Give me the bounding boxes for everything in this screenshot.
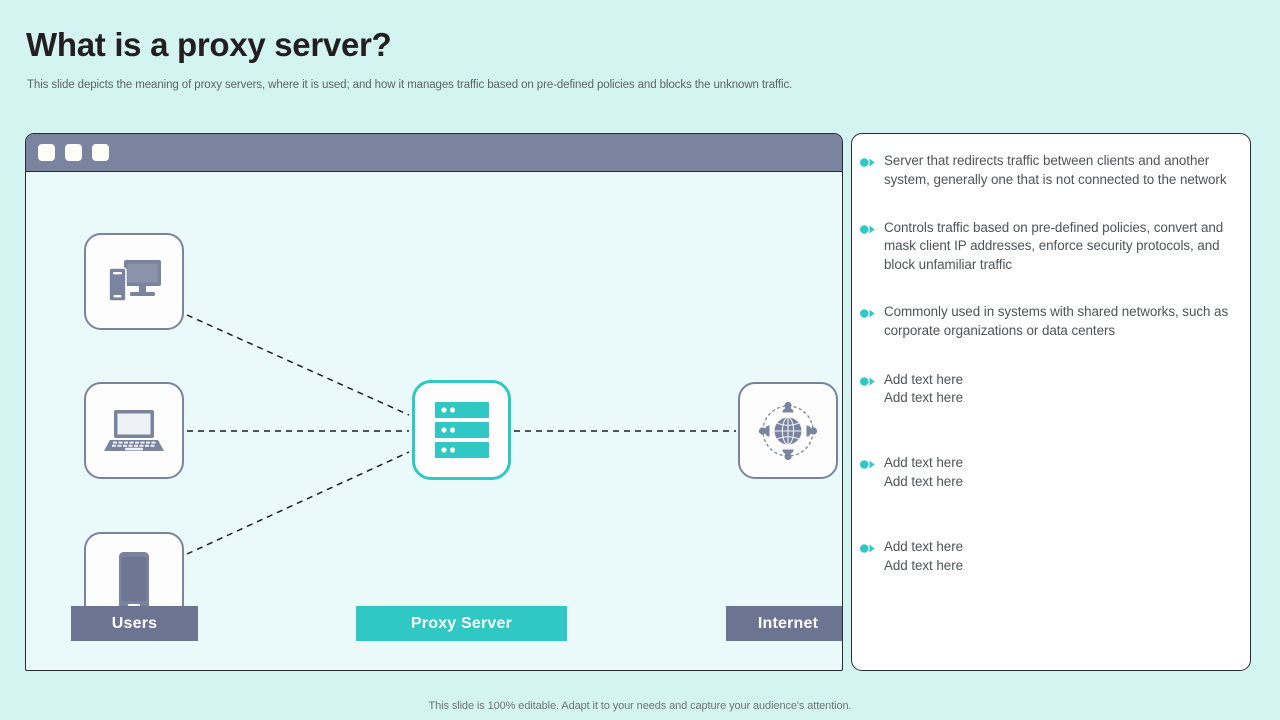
- bullet-item-5[interactable]: Add text here Add text here: [860, 454, 1236, 492]
- legend-internet-button[interactable]: Internet: [726, 606, 842, 641]
- diagram-panel: Users Proxy Server Internet: [25, 133, 843, 671]
- bullet-item-4[interactable]: Add text here Add text here: [860, 371, 1236, 409]
- smartphone-icon: [119, 551, 149, 610]
- node-internet[interactable]: [738, 382, 838, 479]
- bullet-text: Add text here Add text here: [884, 371, 964, 406]
- bullet-marker-icon: [860, 224, 877, 234]
- bullet-marker-icon: [860, 543, 877, 553]
- bullet-text: Commonly used in systems with shared net…: [884, 303, 1229, 338]
- page-title: What is a proxy server?: [26, 26, 392, 63]
- connector-desktop-server: [186, 314, 410, 416]
- laptop-icon: [104, 409, 164, 451]
- window-button-3-icon[interactable]: [92, 144, 109, 161]
- bullet-item-2[interactable]: Controls traffic based on pre-defined po…: [860, 219, 1236, 275]
- bullet-item-6[interactable]: Add text here Add text here: [860, 538, 1236, 576]
- server-rack-icon: [434, 402, 489, 458]
- footer-note: This slide is 100% editable. Adapt it to…: [428, 700, 852, 712]
- bullet-text: Add text here Add text here: [884, 455, 964, 489]
- bullet-item-1[interactable]: Server that redirects traffic between cl…: [860, 152, 1236, 190]
- node-laptop[interactable]: [84, 382, 184, 479]
- window-titlebar: [26, 134, 842, 172]
- window-button-2-icon[interactable]: [65, 144, 82, 161]
- bullet-text: Add text here Add text here: [884, 538, 964, 573]
- bullet-marker-icon: [860, 309, 877, 318]
- bullet-panel: Server that redirects traffic between cl…: [851, 133, 1251, 671]
- connector-lines: [186, 314, 736, 555]
- window-button-1-icon[interactable]: [38, 144, 55, 161]
- legend-users-button[interactable]: Users: [71, 606, 198, 641]
- bullet-marker-icon: [860, 376, 877, 386]
- bullet-text: Server that redirects traffic between cl…: [884, 153, 1227, 187]
- bullet-item-3[interactable]: Commonly used in systems with shared net…: [860, 303, 1236, 341]
- page-subtitle: This slide depicts the meaning of proxy …: [27, 79, 793, 91]
- connector-mobile-server: [186, 451, 410, 555]
- globe-network-icon: [758, 401, 818, 460]
- bullet-marker-icon: [860, 460, 877, 469]
- desktop-computer-icon: [108, 259, 161, 302]
- bullet-text: Controls traffic based on pre-defined po…: [884, 219, 1224, 273]
- node-desktop[interactable]: [84, 233, 184, 330]
- diagram-canvas: Users Proxy Server Internet: [26, 172, 842, 670]
- bullet-marker-icon: [860, 158, 877, 167]
- legend-proxy-server-button[interactable]: Proxy Server: [356, 606, 567, 641]
- node-proxy-server[interactable]: [412, 380, 511, 480]
